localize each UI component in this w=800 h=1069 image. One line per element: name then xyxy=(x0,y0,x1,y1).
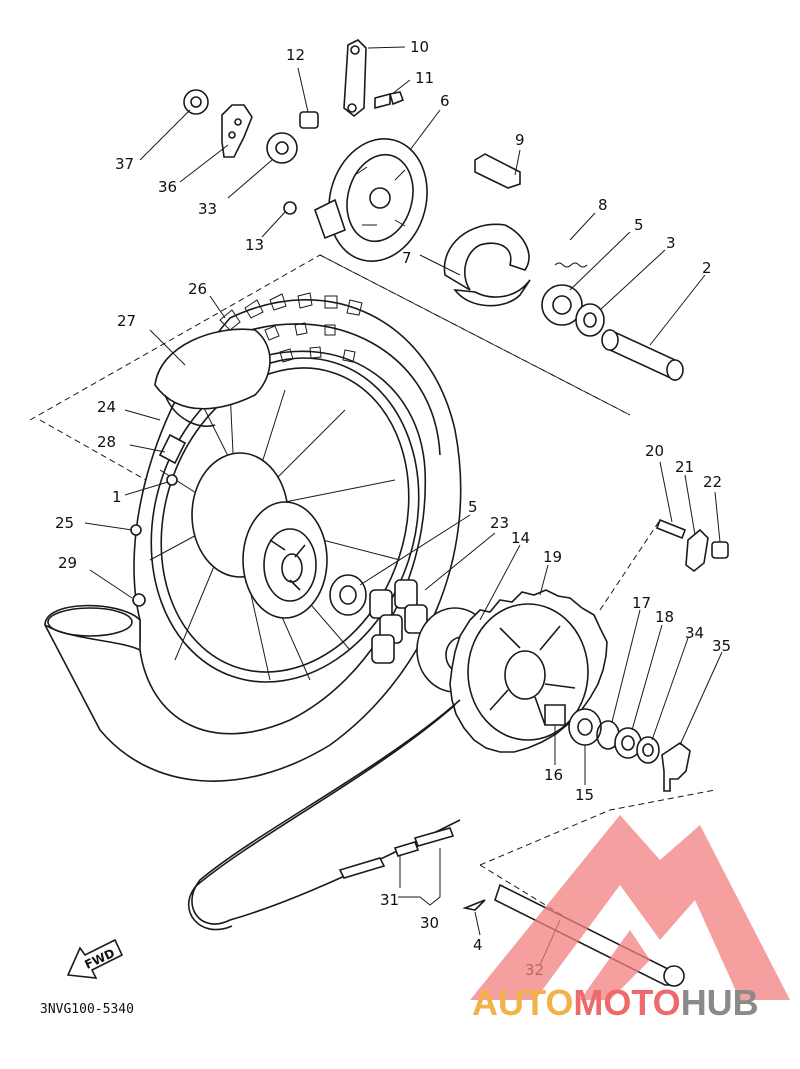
callout-13: 13 xyxy=(245,236,264,254)
callout-34: 34 xyxy=(685,624,704,642)
drawing-code: 3NVG100-5340 xyxy=(40,1002,134,1017)
collar-34 xyxy=(636,736,660,764)
callout-11: 11 xyxy=(415,69,434,87)
callout-25: 25 xyxy=(55,514,74,532)
bolt-11 xyxy=(374,91,405,110)
damper xyxy=(369,579,428,664)
brake-shoe-plate xyxy=(314,138,428,262)
callout-27: 27 xyxy=(117,312,136,330)
callout-3: 3 xyxy=(666,234,676,252)
hub xyxy=(191,452,328,619)
sprocket xyxy=(449,589,608,753)
leader-lines xyxy=(84,46,723,966)
collar-33 xyxy=(266,132,298,164)
callout-29: 29 xyxy=(58,554,77,572)
callout-19: 19 xyxy=(543,548,562,566)
callout-23: 23 xyxy=(490,514,509,532)
callout-17: 17 xyxy=(632,594,651,612)
watermark-hub: HUB xyxy=(681,982,759,1023)
nut-12 xyxy=(299,111,319,129)
callout-2: 2 xyxy=(702,259,712,277)
rim-bolts xyxy=(130,474,178,607)
adjuster-plate-21 xyxy=(685,528,709,573)
callout-16: 16 xyxy=(544,766,563,784)
callout-30: 30 xyxy=(420,914,439,932)
callout-26: 26 xyxy=(188,280,207,298)
fwd-arrow-icon: FWD xyxy=(66,938,124,979)
rim-band-and-tube xyxy=(154,328,271,465)
adjusting-bolt-20 xyxy=(655,518,687,540)
callout-36: 36 xyxy=(158,178,177,196)
callout-35: 35 xyxy=(712,637,731,655)
nut-37 xyxy=(183,89,209,115)
watermark-auto: AUTO xyxy=(472,982,573,1023)
svg-text:AUTOMOTOHUB: AUTOMOTOHUB xyxy=(472,982,759,1023)
callout-15: 15 xyxy=(575,786,594,804)
watermark-text: AUTOMOTOHUB xyxy=(472,982,759,1023)
drive-hub-plate-36 xyxy=(221,104,253,158)
callout-5a: 5 xyxy=(634,216,644,234)
callout-10: 10 xyxy=(410,38,429,56)
callout-4: 4 xyxy=(473,936,483,954)
bearing-15 xyxy=(568,708,602,746)
spring xyxy=(554,262,588,268)
callout-9: 9 xyxy=(515,131,525,149)
callout-33: 33 xyxy=(198,200,217,218)
bearing-upper xyxy=(541,284,583,326)
callout-14: 14 xyxy=(511,529,530,547)
chain-link-31 xyxy=(338,827,455,879)
oil-seal xyxy=(575,303,605,337)
bolt-13 xyxy=(283,201,297,215)
callout-12: 12 xyxy=(286,46,305,64)
callout-37: 37 xyxy=(115,155,134,173)
callout-22: 22 xyxy=(703,473,722,491)
spacer xyxy=(544,704,566,726)
brake-shoes xyxy=(443,223,531,307)
callout-7: 7 xyxy=(402,249,412,267)
callout-6: 6 xyxy=(440,92,450,110)
callout-1: 1 xyxy=(112,488,122,506)
tension-bar xyxy=(343,39,367,118)
bearing-lower xyxy=(329,574,367,616)
chain-puller-35 xyxy=(661,742,691,792)
callout-28: 28 xyxy=(97,433,116,451)
callout-31: 31 xyxy=(380,891,399,909)
watermark-logo-icon xyxy=(470,815,790,1000)
callout-24: 24 xyxy=(97,398,116,416)
cotter-pin xyxy=(462,899,486,911)
callout-21: 21 xyxy=(675,458,694,476)
callout-20: 20 xyxy=(645,442,664,460)
nut-22 xyxy=(711,541,729,559)
callout-18: 18 xyxy=(655,608,674,626)
callout-8: 8 xyxy=(598,196,608,214)
callout-labels: 1 2 3 4 5 5 6 7 8 9 10 11 12 13 14 15 16… xyxy=(55,38,731,979)
callout-5b: 5 xyxy=(468,498,478,516)
brake-camshaft xyxy=(474,153,521,189)
watermark-moto: MOTO xyxy=(573,982,680,1023)
collar xyxy=(601,328,684,382)
